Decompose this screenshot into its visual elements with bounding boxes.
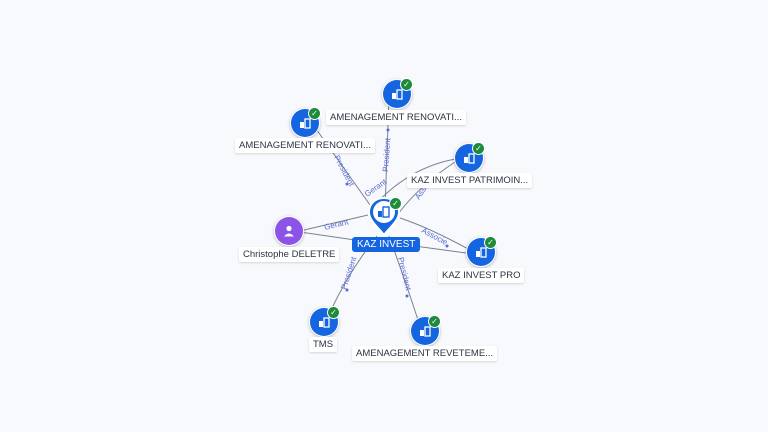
edge-arrow [386, 128, 390, 132]
edge-arrow [445, 244, 449, 248]
company-label[interactable]: TMS [309, 337, 338, 352]
company-label[interactable]: AMENAGEMENT RENOVATI... [326, 110, 466, 125]
edge-label-president-2: President [381, 137, 392, 172]
company-circle [466, 237, 496, 267]
edge-kaz-invest-pro [399, 217, 471, 251]
building-icon [383, 80, 411, 108]
company-label[interactable]: AMENAGEMENT RENOVATI... [235, 138, 375, 153]
edge-label-president-tms: President [339, 255, 358, 291]
company-circle [382, 79, 412, 109]
edge-arrow [345, 288, 349, 292]
person-circle [274, 216, 304, 246]
verified-check-icon: ✓ [472, 142, 485, 155]
verified-check-icon: ✓ [308, 107, 321, 120]
company-circle [410, 316, 440, 346]
edge-amenagement-renovati-1 [313, 125, 376, 213]
company-label[interactable]: KAZ INVEST PRO [438, 268, 525, 283]
company-label[interactable]: KAZ INVEST PATRIMOIN... [407, 173, 533, 188]
person-label[interactable]: Christophe DELETRE [239, 247, 340, 262]
edge-person-2 [299, 231, 356, 241]
edge-label-president-reveteme: President [396, 256, 413, 292]
verified-check-icon: ✓ [400, 78, 413, 91]
edge-person [299, 214, 369, 232]
verified-check-icon: ✓ [389, 197, 402, 210]
edge-label-associe-pro: Associe [420, 226, 449, 247]
center-label[interactable]: KAZ INVEST [352, 237, 421, 252]
verified-check-icon: ✓ [484, 236, 497, 249]
verified-check-icon: ✓ [428, 315, 441, 328]
edge-label-gerant-person: Gerant [323, 217, 350, 232]
edge-label-president-1: President [332, 154, 356, 189]
edge-arrow [405, 294, 409, 298]
person-icon [275, 217, 303, 245]
verified-check-icon: ✓ [327, 306, 340, 319]
company-label[interactable]: AMENAGEMENT REVETEME... [352, 346, 498, 361]
edge-arrow [345, 182, 349, 186]
